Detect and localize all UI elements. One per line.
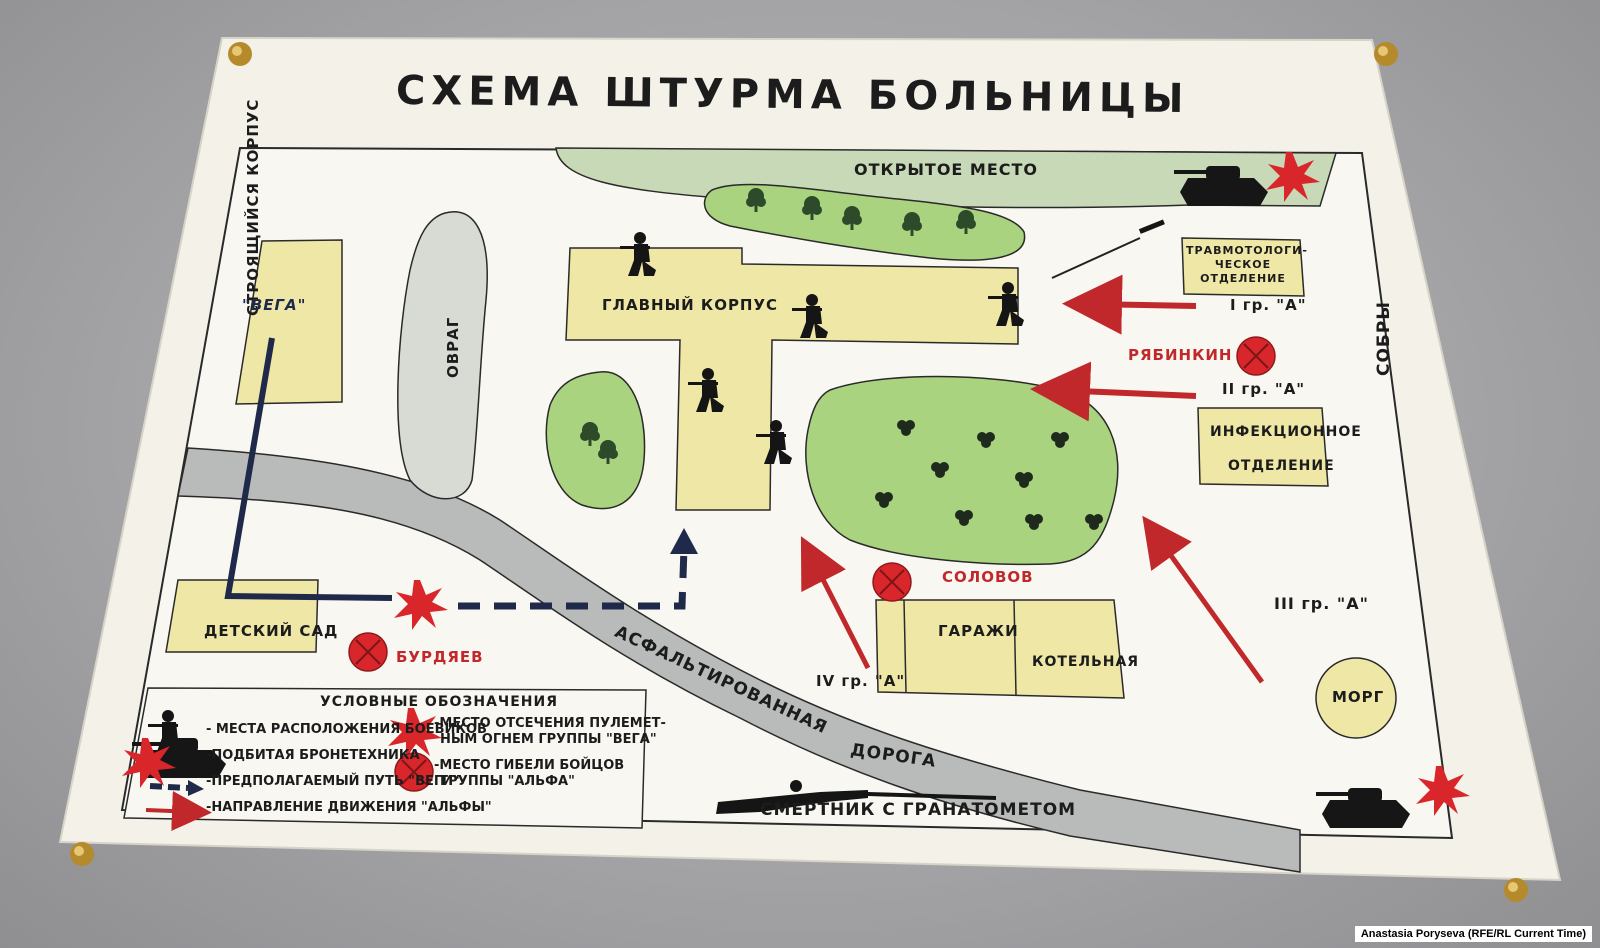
suicide-bomber-icon	[716, 790, 868, 814]
group3-label: III гр. "А"	[1274, 594, 1369, 613]
legend-alpha-direction: -НАПРАВЛЕНИЕ ДВИЖЕНИЯ "АЛЬФЫ"	[206, 800, 492, 815]
thumbtack-icon	[1504, 878, 1528, 902]
map-title: СХЕМА ШТУРМА БОЛЬНИЦЫ	[395, 67, 1190, 123]
open-place-label: ОТКРЫТОЕ МЕСТО	[854, 160, 1039, 179]
thumbtack-icon	[70, 842, 94, 866]
infectious-dept-label-2: ОТДЕЛЕНИЕ	[1228, 458, 1335, 474]
morgue	[1315, 657, 1397, 739]
alpha-arrow-group4	[800, 536, 871, 670]
death-marker-icon	[872, 562, 912, 602]
burdyaev-label: БУРДЯЕВ	[396, 648, 484, 666]
ravine	[397, 211, 488, 500]
thumbtack-icon	[1374, 42, 1398, 66]
vega-path-planned	[458, 547, 688, 610]
legend-death-2: ГРУППЫ "АЛЬФА"	[440, 774, 575, 789]
trauma-department	[1181, 237, 1305, 297]
legend-militants: - МЕСТА РАСПОЛОЖЕНИЯ БОЕВИКОВ	[206, 722, 487, 737]
sobr-label: СОБРЫ	[1374, 301, 1394, 376]
group4-label: IV гр. "А"	[816, 672, 906, 690]
legend-vega-path: -ПРЕДПОЛАГАЕМЫЙ ПУТЬ "ВЕГИ"	[206, 774, 460, 789]
morgue-label: МОРГ	[1332, 688, 1385, 706]
ravine-label: ОВРАГ	[444, 316, 462, 378]
main-building-label: ГЛАВНЫЙ КОРПУС	[602, 296, 779, 314]
suicide-bomber-label: СМЕРТНИК С ГРАНАТОМЕТОМ	[760, 800, 1077, 820]
infectious-dept-label-1: ИНФЕКЦИОННОЕ	[1210, 424, 1362, 440]
garages-boiler-block	[875, 599, 1125, 699]
rocket-trail	[1051, 237, 1141, 279]
garages-label: ГАРАЖИ	[938, 622, 1019, 640]
legend-cutoff-1: -МЕСТО ОТСЕЧЕНИЯ ПУЛЕМЕТ-	[434, 716, 666, 731]
tree-belt	[703, 183, 1026, 261]
legend-cutoff-2: НЫМ ОГНЕМ ГРУППЫ "ВЕГА"	[440, 732, 657, 747]
rocket-icon	[1138, 219, 1165, 234]
ryabinkin-label: РЯБИНКИН	[1128, 346, 1233, 364]
asphalt-road	[177, 447, 1301, 873]
death-marker-icon	[348, 632, 388, 672]
legend-box	[123, 687, 647, 829]
under-construction-label: СТРОЯЩИЙСЯ КОРПУС	[244, 98, 262, 316]
photo-credit: Anastasia Poryseva (RFE/RL Current Time)	[1354, 926, 1592, 942]
death-marker-icon	[1236, 336, 1276, 376]
alpha-arrow-group2	[1030, 361, 1197, 422]
park	[805, 375, 1119, 566]
boiler-room-label: КОТЕЛЬНАЯ	[1032, 654, 1140, 670]
kindergarten-label: ДЕТСКИЙ САД	[204, 622, 339, 640]
kindergarten	[165, 579, 319, 653]
legend-destroyed-armor: -ПОДБИТАЯ БРОНЕТЕХНИКА	[206, 748, 420, 763]
solovov-label: СОЛОВОВ	[942, 568, 1034, 586]
infectious-department	[1197, 407, 1329, 487]
vega-label: "ВЕГА"	[242, 296, 307, 314]
legend-death-1: -МЕСТО ГИБЕЛИ БОЙЦОВ	[434, 758, 625, 773]
main-building	[565, 247, 1019, 511]
group2-label: II гр. "А"	[1222, 380, 1306, 398]
alpha-arrow-group1	[1062, 274, 1197, 335]
building-under-construction	[235, 239, 343, 405]
thumbtack-icon	[228, 42, 252, 66]
alpha-arrow-group3	[1142, 515, 1265, 684]
vega-path	[224, 337, 393, 601]
group1-label: I гр. "А"	[1230, 296, 1307, 314]
trauma-dept-label: ТРАВМОТОЛОГИ- ЧЕСКОЕ ОТДЕЛЕНИЕ	[1186, 244, 1308, 285]
legend-title: УСЛОВНЫЕ ОБОЗНАЧЕНИЯ	[320, 694, 558, 710]
